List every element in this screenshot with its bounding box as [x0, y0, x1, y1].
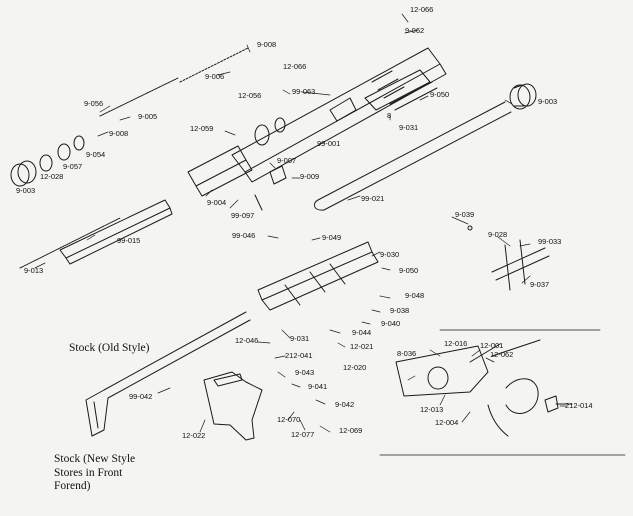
charging-assembly [187, 145, 287, 211]
part-label-9-005: 9-005 [138, 112, 157, 121]
part-label-8-036: 8-036 [397, 349, 416, 358]
part-label-99-046: 99-046 [232, 231, 255, 240]
part-label-12-021: 12-021 [350, 342, 373, 351]
part-label-9-030: 9-030 [380, 250, 399, 259]
part-label-9-049: 9-049 [322, 233, 341, 242]
stock-old-style [85, 311, 251, 437]
part-label-9-039: 9-039 [455, 210, 474, 219]
part-label-9-009: 9-009 [300, 172, 319, 181]
springs [19, 47, 249, 269]
part-label-9-054: 9-054 [86, 150, 105, 159]
part-label-9-043: 9-043 [295, 368, 314, 377]
part-label-12-013: 12-013 [420, 405, 443, 414]
part-label-9-041: 9-041 [308, 382, 327, 391]
caption-stock-new: Stock (New Style Stores in Front Forend) [54, 453, 136, 493]
part-label-12-070: 12-070 [277, 415, 300, 424]
part-label-9-038: 9-038 [390, 306, 409, 315]
receiver-assembly [231, 47, 447, 183]
part-label-12-046: 12-046 [235, 336, 258, 345]
part-label-9-006: 9-006 [205, 72, 224, 81]
part-label-9-042: 9-042 [335, 400, 354, 409]
part-label-9-031: 9-031 [399, 123, 418, 132]
part-label-99-097: 99-097 [231, 211, 254, 220]
part-label-99-021: 99-021 [361, 194, 384, 203]
barrel [313, 101, 512, 211]
part-label-9-007: 9-007 [277, 156, 296, 165]
stock-new-style [203, 371, 263, 441]
part-label-12-016: 12-016 [444, 339, 467, 348]
part-labels: 12-066 9-062 9-008 12-066 9-006 12-056 99-063 9… [16, 5, 593, 440]
drawing [10, 13, 626, 456]
part-label-9-048: 9-048 [405, 291, 424, 300]
part-label-212-041: 212-041 [285, 351, 313, 360]
part-label-12-004: 12-004 [435, 418, 458, 427]
part-label-9-037: 9-037 [530, 280, 549, 289]
part-label-12-059: 12-059 [190, 124, 213, 133]
part-label-9-057: 9-057 [63, 162, 82, 171]
part-label-8: 8 [387, 111, 391, 120]
part-label-9-013: 9-013 [24, 266, 43, 275]
part-label-9-004: 9-004 [207, 198, 226, 207]
part-label-99-063: 99-063 [292, 87, 315, 96]
part-label-9-003: 9-003 [538, 97, 557, 106]
part-label-9-056: 9-056 [84, 99, 103, 108]
part-label-99-001: 99-001 [317, 139, 340, 148]
part-label-12-020: 12-020 [343, 363, 366, 372]
part-label-9-008: 9-008 [109, 129, 128, 138]
part-label-12-062: 12-062 [490, 350, 513, 359]
part-label-9-028: 9-028 [488, 230, 507, 239]
safety-assembly [467, 225, 550, 291]
part-label-12-066: 12-066 [410, 5, 433, 14]
part-label-99-033: 99-033 [538, 237, 561, 246]
part-label-9-044: 9-044 [352, 328, 371, 337]
part-label-9-003: 9-003 [16, 186, 35, 195]
part-label-12-001: 12-001 [480, 341, 503, 350]
part-label-12-066: 12-066 [283, 62, 306, 71]
trigger-group [379, 329, 626, 456]
part-label-99-042: 99-042 [129, 392, 152, 401]
trigger-housing [257, 241, 379, 311]
part-label-9-040: 9-040 [381, 319, 400, 328]
part-label-12-028: 12-028 [40, 172, 63, 181]
muzzle-cap-right [509, 83, 537, 110]
leader-lines [34, 13, 567, 433]
caption-stock-old: Stock (Old Style) [69, 342, 150, 354]
part-label-12-022: 12-022 [182, 431, 205, 440]
part-label-99-015: 99-015 [117, 236, 140, 245]
part-label-9-031: 9-031 [290, 334, 309, 343]
part-label-12-056: 12-056 [238, 91, 261, 100]
rail [59, 199, 173, 265]
part-label-12-069: 12-069 [339, 426, 362, 435]
end-cap-left [10, 135, 85, 187]
part-label-9-062: 9-062 [405, 26, 424, 35]
part-label-212-014: 212-014 [565, 401, 593, 410]
part-label-9-050: 9-050 [399, 266, 418, 275]
part-label-9-050: 9-050 [430, 90, 449, 99]
part-label-12-077: 12-077 [291, 430, 314, 439]
part-label-9-008: 9-008 [257, 40, 276, 49]
